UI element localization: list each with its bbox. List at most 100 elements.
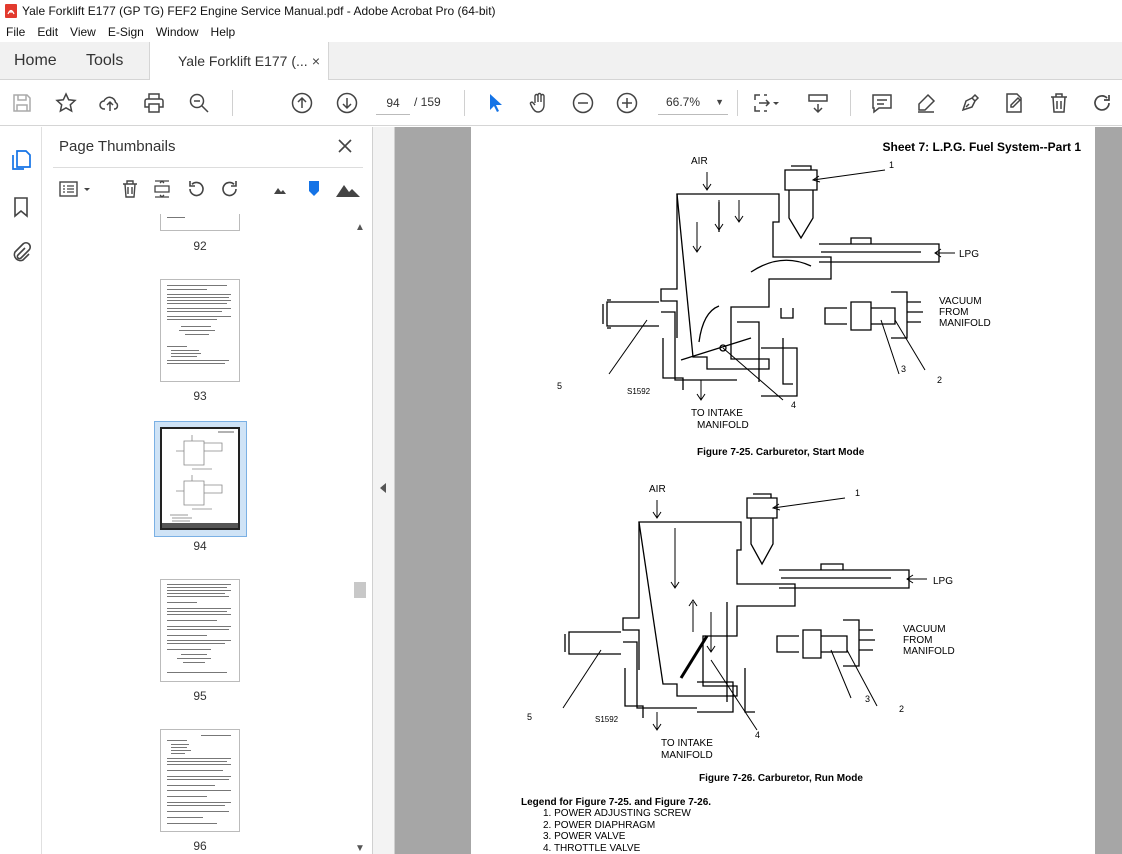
rotate-counterclockwise-icon[interactable] — [185, 178, 207, 200]
intake-label-line1: TO INTAKE — [691, 408, 743, 419]
panel-collapse-handle[interactable] — [373, 127, 395, 854]
find-zoom-icon[interactable] — [187, 91, 211, 115]
tab-home[interactable]: Home — [14, 52, 57, 69]
legend-item: 2. POWER DIAPHRAGM — [543, 819, 656, 831]
page-thumbnail-label: 96 — [193, 839, 207, 853]
menu-bar: File Edit View E-Sign Window Help — [0, 22, 1122, 42]
previous-page-icon[interactable] — [290, 91, 314, 115]
vacuum-label-line1: VACUUM — [939, 296, 982, 307]
hand-tool-icon[interactable] — [527, 91, 551, 115]
thumbnail-list: 92 93 — [43, 214, 353, 854]
panel-title: Page Thumbnails — [59, 138, 176, 155]
extract-pages-icon[interactable] — [151, 178, 173, 200]
carburetor-start-mode-diagram: AIR 1 LPG VACUUM FROM MANIFOLD 3 2 4 5 S… — [557, 156, 991, 431]
toolbar-separator — [850, 90, 851, 116]
attachments-paperclip-icon[interactable] — [9, 241, 33, 265]
tab-document[interactable]: Yale Forklift E177 (... × — [149, 42, 329, 81]
select-cursor-icon[interactable] — [483, 91, 507, 115]
scroll-mode-icon[interactable] — [806, 91, 830, 115]
menu-help[interactable]: Help — [210, 25, 236, 39]
page-thumbnail[interactable] — [160, 214, 240, 231]
menu-view[interactable]: View — [70, 25, 96, 39]
air-label: AIR — [649, 484, 666, 495]
legend-item: 4. THROTTLE VALVE — [543, 842, 641, 854]
callout-2: 2 — [899, 704, 904, 714]
scroll-down-icon[interactable]: ▼ — [355, 843, 365, 854]
menu-esign[interactable]: E-Sign — [107, 25, 144, 39]
vacuum-label-line3: MANIFOLD — [903, 646, 955, 657]
zoom-level-value: 66.7% — [666, 95, 701, 109]
title-bar: Yale Forklift E177 (GP TG) FEF2 Engine S… — [0, 0, 1122, 22]
upload-cloud-icon[interactable] — [98, 91, 122, 115]
chevron-down-icon: ▼ — [715, 97, 724, 107]
toolbar-separator — [232, 90, 233, 116]
thumbnail-size-slider-icon[interactable] — [303, 178, 325, 200]
comment-icon[interactable] — [870, 91, 894, 115]
vacuum-label-line2: FROM — [939, 307, 968, 318]
legend-heading: Legend for Figure 7-25. and Figure 7-26. — [521, 797, 712, 808]
page-thumbnails-icon[interactable] — [9, 148, 33, 172]
bookmarks-icon[interactable] — [9, 195, 33, 219]
document-viewer[interactable]: Sheet 7: L.P.G. Fuel System--Part 1 — [373, 127, 1122, 854]
pdf-page: Sheet 7: L.P.G. Fuel System--Part 1 — [471, 127, 1095, 854]
page-number-input[interactable] — [376, 91, 410, 115]
callout-2: 2 — [937, 375, 942, 385]
delete-page-icon[interactable] — [119, 178, 141, 200]
zoom-out-icon[interactable] — [571, 91, 595, 115]
page-thumbnail[interactable] — [160, 729, 240, 832]
callout-5: 5 — [557, 381, 562, 391]
page-thumbnail-drawing — [162, 431, 238, 528]
delete-trash-icon[interactable] — [1047, 91, 1071, 115]
menu-file[interactable]: File — [6, 25, 26, 39]
figure-caption: Figure 7-26. Carburetor, Run Mode — [699, 773, 863, 784]
vacuum-label-line1: VACUUM — [903, 624, 946, 635]
thumbnail-smaller-icon[interactable] — [269, 178, 291, 200]
scroll-up-icon[interactable]: ▲ — [355, 222, 365, 233]
intake-label-line1: TO INTAKE — [661, 738, 713, 749]
thumbnail-scrollbar[interactable]: ▲ ▼ — [353, 222, 367, 854]
legend-item: 3. POWER VALVE — [543, 831, 626, 842]
figure-caption: Figure 7-25. Carburetor, Start Mode — [697, 447, 865, 458]
tab-close-icon[interactable]: × — [311, 53, 320, 69]
next-page-icon[interactable] — [335, 91, 359, 115]
page-thumbnails-panel: Page Thumbnails 92 — [43, 127, 373, 854]
bookmark-star-icon[interactable] — [54, 91, 78, 115]
callout-4: 4 — [791, 400, 796, 410]
page-thumbnail-label: 94 — [193, 539, 207, 553]
lpg-label: LPG — [959, 249, 979, 260]
window-title: Yale Forklift E177 (GP TG) FEF2 Engine S… — [22, 4, 496, 18]
intake-label-line2: MANIFOLD — [697, 420, 749, 431]
page-thumbnail[interactable] — [160, 579, 240, 682]
close-icon[interactable] — [335, 136, 355, 156]
print-icon[interactable] — [142, 91, 166, 115]
callout-4: 4 — [755, 730, 760, 740]
callout-5: 5 — [527, 712, 532, 722]
zoom-in-icon[interactable] — [615, 91, 639, 115]
scrollbar-thumb[interactable] — [354, 582, 366, 598]
save-icon[interactable] — [10, 91, 34, 115]
page-thumbnail[interactable] — [160, 279, 240, 382]
edit-pdf-icon[interactable] — [1002, 91, 1026, 115]
menu-window[interactable]: Window — [155, 25, 199, 39]
legend-item: 1. POWER ADJUSTING SCREW — [543, 808, 691, 819]
toolbar-separator — [737, 90, 738, 116]
tab-document-label: Yale Forklift E177 (... — [178, 53, 308, 69]
callout-1: 1 — [855, 488, 860, 498]
chevron-down-icon[interactable] — [771, 93, 781, 117]
tab-bar: Home Tools Yale Forklift E177 (... × — [0, 42, 1122, 81]
rotate-clockwise-icon[interactable] — [1090, 91, 1114, 115]
fit-page-icon[interactable] — [751, 91, 775, 115]
page-thumbnail-selected[interactable] — [160, 427, 240, 530]
carburetor-run-mode-diagram: AIR 1 LPG VACUUM FROM MANIFOLD 3 2 4 5 S… — [527, 484, 955, 761]
intake-label-line2: MANIFOLD — [661, 750, 713, 761]
highlight-pen-icon[interactable] — [914, 91, 938, 115]
callout-3: 3 — [865, 694, 870, 704]
zoom-level-dropdown[interactable]: 66.7% ▼ — [658, 91, 728, 115]
menu-edit[interactable]: Edit — [37, 25, 59, 39]
rotate-clockwise-icon[interactable] — [219, 178, 241, 200]
thumbnail-options-icon[interactable] — [59, 178, 93, 200]
thumbnail-larger-icon[interactable] — [335, 178, 361, 200]
figure-code: S1592 — [627, 387, 651, 396]
sign-pen-icon[interactable] — [958, 91, 982, 115]
tab-tools[interactable]: Tools — [86, 52, 124, 69]
